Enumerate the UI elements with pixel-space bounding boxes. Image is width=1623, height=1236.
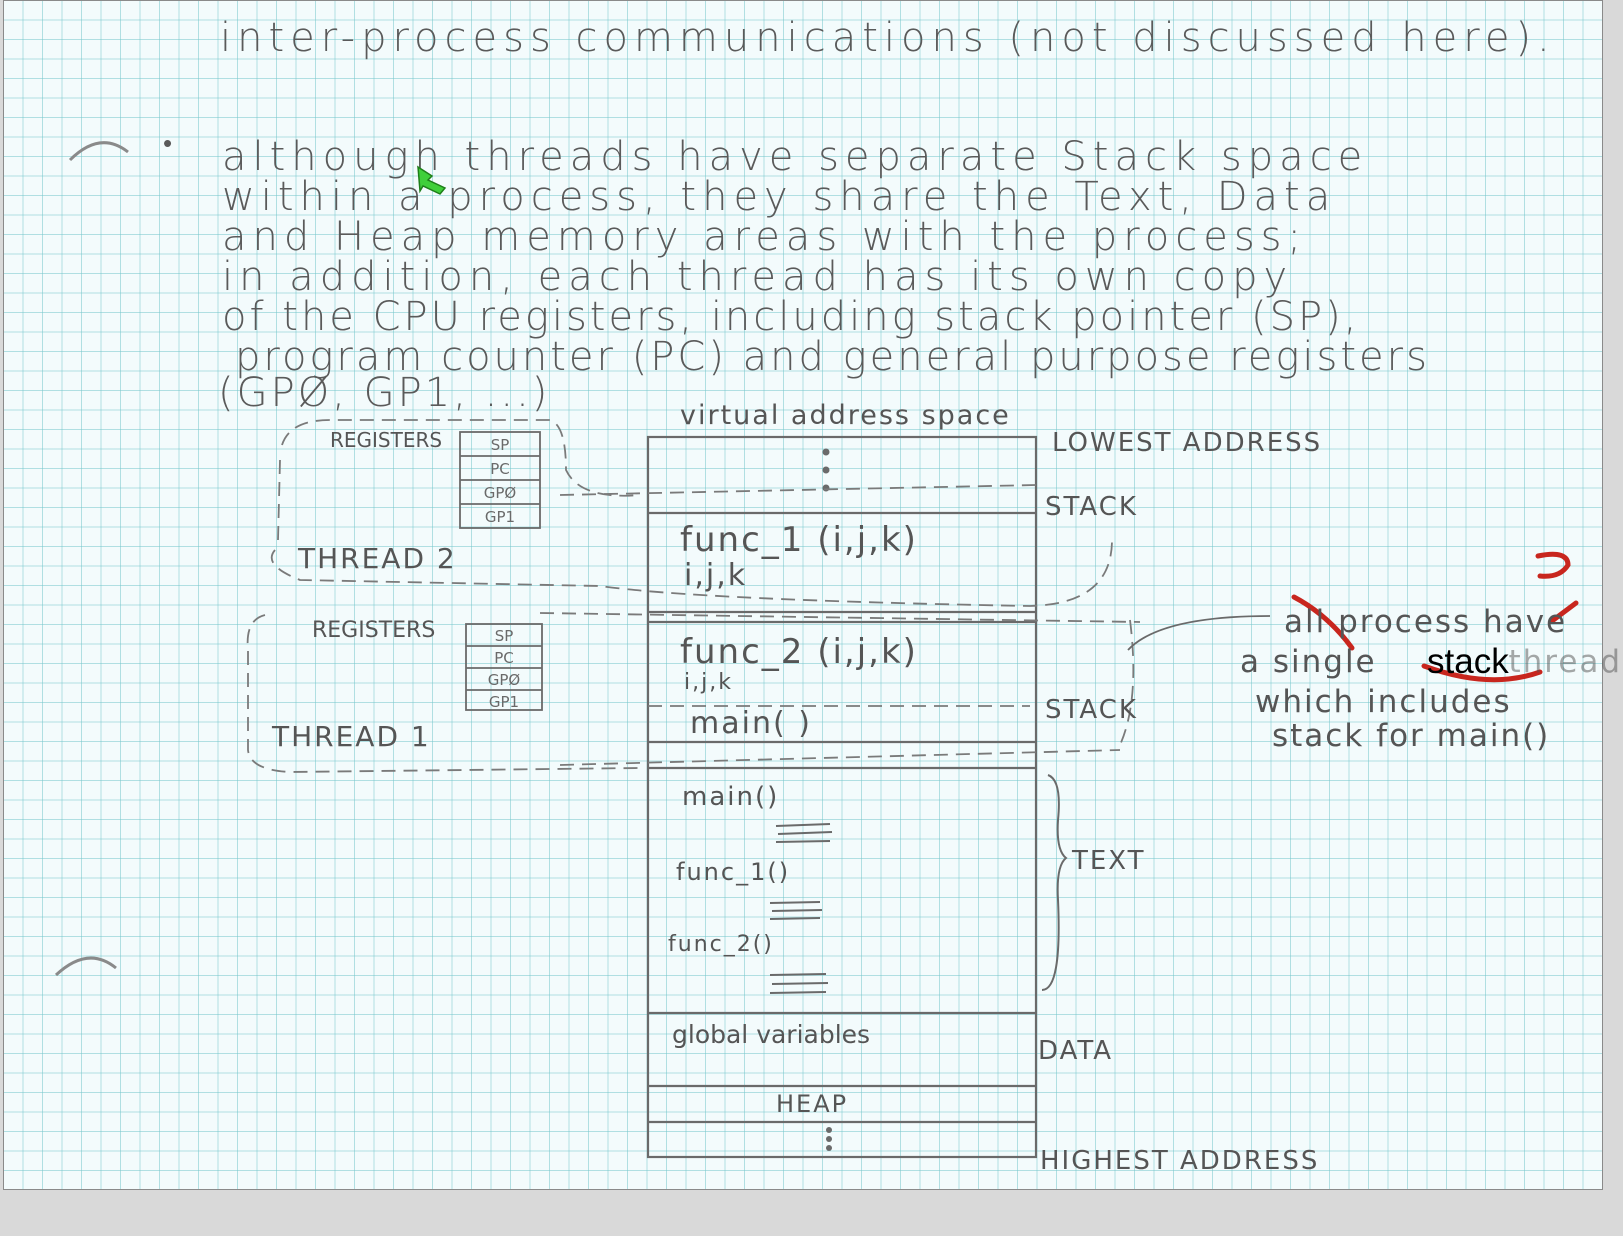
text-line-4: in addition, each thread has its own cop… bbox=[222, 254, 1294, 300]
thread-2-boundary bbox=[270, 419, 1113, 607]
stack-label-bottom: STACK bbox=[1045, 695, 1138, 725]
text-func2: func_2() bbox=[668, 932, 774, 957]
text-label: TEXT bbox=[1072, 846, 1146, 876]
thread-1-boundary bbox=[246, 614, 1135, 773]
correction-stack-word: stack bbox=[1427, 642, 1509, 681]
thread-2-register-pc: PC bbox=[490, 460, 510, 478]
text-line-7: (GPØ, GP1, ...) bbox=[218, 370, 551, 416]
func1-frame-vars: i,j,k bbox=[684, 558, 748, 593]
text-line-0: inter-process communications (not discus… bbox=[220, 15, 1556, 61]
annotation-leader bbox=[1127, 615, 1271, 651]
thread-1-register-gp1: GP1 bbox=[488, 693, 520, 711]
heap-label: HEAP bbox=[776, 1090, 849, 1118]
text-main: main() bbox=[682, 782, 780, 812]
annotation-line-2: a single thread, bbox=[1240, 644, 1623, 680]
thread-1-register-sp: SP bbox=[494, 627, 514, 645]
red-corrections bbox=[1291, 551, 1579, 683]
annotation-line-4: stack for main() bbox=[1272, 718, 1551, 754]
thread-1-register-table bbox=[465, 623, 543, 711]
stack-label-top: STACK bbox=[1045, 492, 1138, 522]
binder-hole-mark-bottom bbox=[54, 956, 117, 977]
text-line-3: and Heap memory areas with the process; bbox=[222, 214, 1307, 260]
diagram-title: virtual address space bbox=[680, 400, 1011, 431]
text-line-5: of the CPU registers, including stack po… bbox=[222, 294, 1360, 340]
thread-1-registers-label: REGISTERS bbox=[312, 618, 436, 643]
func2-frame-signature: func_2 (i,j,k) bbox=[680, 632, 918, 672]
notebook-page bbox=[3, 0, 1603, 1190]
lowest-address-label: LOWEST ADDRESS bbox=[1052, 428, 1323, 458]
text-func1: func_1() bbox=[676, 858, 791, 886]
address-space-column bbox=[646, 435, 1038, 1159]
thread-2-register-gp0: GPØ bbox=[483, 484, 517, 502]
func2-frame-vars: i,j,k bbox=[684, 670, 733, 695]
thread-2-label: THREAD 2 bbox=[298, 542, 457, 575]
data-label: DATA bbox=[1038, 1036, 1113, 1066]
text-brace bbox=[1041, 774, 1068, 991]
highest-address-label: HIGHEST ADDRESS bbox=[1040, 1146, 1320, 1176]
thread-2-register-sp: SP bbox=[490, 436, 510, 454]
text-line-2: within a process, they share the Text, D… bbox=[222, 174, 1337, 220]
thread-2-registers-label: REGISTERS bbox=[330, 428, 443, 452]
thread-1-label: THREAD 1 bbox=[272, 720, 431, 753]
bullet: • bbox=[163, 129, 176, 159]
binder-hole-mark-top bbox=[68, 141, 129, 162]
correction-s-mark: s bbox=[1532, 544, 1533, 545]
annotation-line-2-struck: thread, bbox=[1508, 644, 1623, 680]
func1-frame-signature: func_1 (i,j,k) bbox=[680, 520, 918, 560]
annotation-line-2-text: a single bbox=[1240, 644, 1389, 680]
thread-1-register-pc: PC bbox=[494, 649, 514, 667]
main-stack-frame: main( ) bbox=[690, 706, 812, 741]
thread-2-register-gp1: GP1 bbox=[484, 508, 516, 526]
annotation-line-3: which includes bbox=[1255, 684, 1512, 720]
text-line-6: program counter (PC) and general purpose… bbox=[235, 334, 1430, 380]
text-line-1: although threads have separate Stack spa… bbox=[222, 134, 1369, 180]
thread-1-register-gp0: GPØ bbox=[487, 671, 521, 689]
annotation-line-1: all process have bbox=[1284, 604, 1568, 640]
global-variables: global variables bbox=[672, 1020, 871, 1049]
thread-2-register-table bbox=[459, 431, 541, 529]
